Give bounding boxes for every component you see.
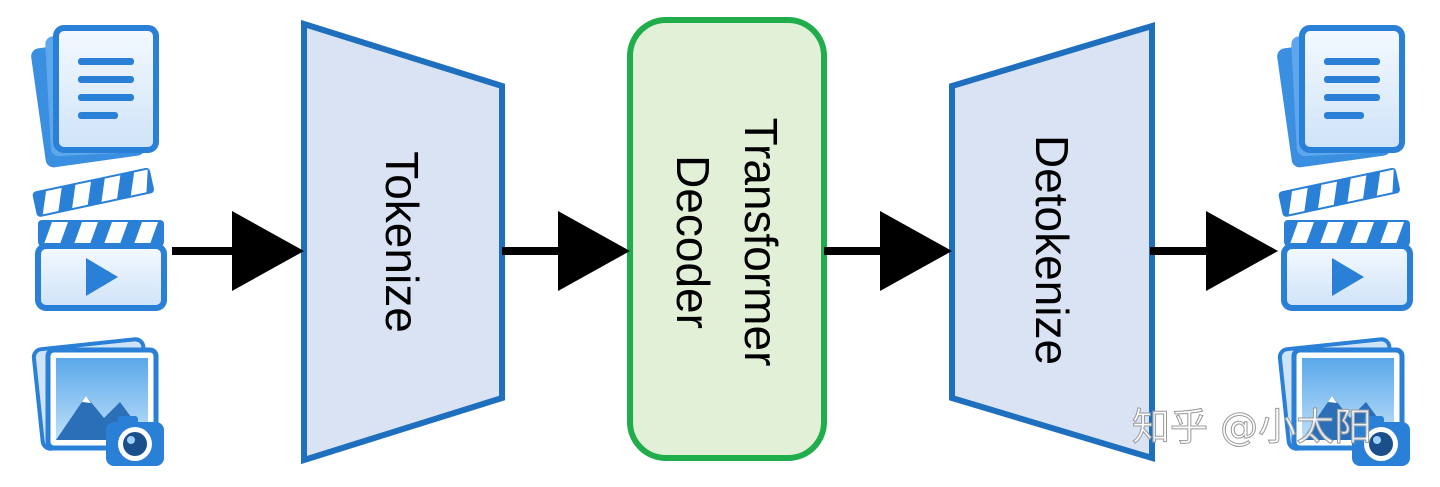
decoder-label-line1: Transformer	[735, 118, 787, 367]
video-clapperboard-icon	[32, 167, 164, 308]
detokenize-block	[949, 21, 1155, 463]
video-clapperboard-icon	[1278, 167, 1410, 308]
document-icon	[1276, 28, 1402, 168]
image-camera-icon	[33, 339, 164, 466]
transformer-decoder-block	[627, 17, 827, 461]
outputs-column	[1276, 28, 1410, 466]
tokenize-block	[301, 19, 505, 465]
decoder-label-line2: Decoder	[667, 155, 719, 329]
watermark-text: 知乎 @小太阳	[1132, 405, 1372, 449]
document-icon	[30, 28, 156, 168]
detokenize-label: Detokenize	[1026, 135, 1078, 365]
tokenize-label: Tokenize	[376, 151, 428, 333]
inputs-column	[30, 28, 164, 466]
